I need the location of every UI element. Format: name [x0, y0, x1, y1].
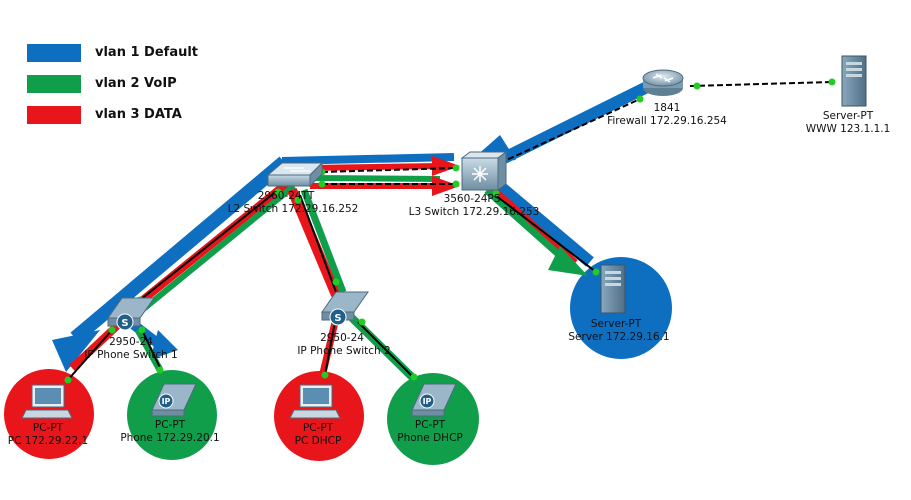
- vlan-highlights: [52, 81, 650, 381]
- svg-text:IP: IP: [162, 397, 171, 406]
- pc-dhcp-model-label: PC-PT: [303, 422, 334, 434]
- www-server-model-label: Server-PT: [823, 110, 874, 122]
- svg-text:S: S: [334, 313, 341, 324]
- l3-switch-device[interactable]: 3560-24PS L3 Switch 172.29.16.253: [409, 151, 540, 218]
- legend-swatch-vlan2: [27, 75, 81, 93]
- server-icon: [841, 55, 867, 107]
- www-server-name-label: WWW 123.1.1.1: [806, 123, 891, 135]
- phone-dhcp-model-label: PC-PT: [415, 419, 446, 431]
- legend-label-vlan2: vlan 2 VoIP: [95, 76, 177, 91]
- ip-phone-switch-2-name-label: IP Phone Switch 2: [297, 345, 390, 357]
- ip-phone-switch-icon: S: [321, 291, 369, 326]
- server-device[interactable]: Server-PT Server 172.29.16.1: [568, 264, 670, 343]
- ip-phone-switch-1-model-label: 2950-24: [109, 336, 153, 348]
- l2-switch-model-label: 2960-24TT: [258, 190, 315, 202]
- legend-swatch-vlan1: [27, 44, 81, 62]
- l2-switch-name-label: L2 Switch 172.29.16.252: [228, 203, 359, 215]
- router-model-label: 1841: [654, 102, 681, 114]
- phone-dhcp-vlan2-circle: [387, 373, 479, 465]
- pc1-name-label: PC 172.29.22.1: [8, 435, 88, 447]
- ip-phone-switch-1-device[interactable]: S 2950-24 IP Phone Switch 1: [84, 297, 178, 361]
- ip-phone-switch-2-device[interactable]: S 2950-24 IP Phone Switch 2: [297, 291, 391, 357]
- phone-dhcp-device[interactable]: IP PC-PT Phone DHCP: [397, 383, 463, 444]
- router-icon: [642, 69, 684, 96]
- pc1-model-label: PC-PT: [33, 422, 64, 434]
- legend-label-vlan3: vlan 3 DATA: [95, 107, 182, 122]
- svg-text:IP: IP: [423, 397, 432, 406]
- www-server-device[interactable]: Server-PT WWW 123.1.1.1: [806, 55, 891, 135]
- cables: [65, 81, 833, 383]
- server-model-label: Server-PT: [591, 318, 642, 330]
- server-icon: [600, 264, 626, 314]
- l3-switch-name-label: L3 Switch 172.29.16.253: [409, 206, 540, 218]
- ip-phone-icon: IP: [151, 383, 197, 417]
- pc-dhcp-device[interactable]: PC-PT PC DHCP: [289, 384, 342, 447]
- pc1-device[interactable]: PC-PT PC 172.29.22.1: [8, 384, 88, 447]
- ip-phone-icon: IP: [411, 383, 457, 417]
- l3-switch-model-label: 3560-24PS: [444, 193, 501, 205]
- phone1-model-label: PC-PT: [155, 419, 186, 431]
- switch-icon: [266, 161, 324, 188]
- legend-swatch-vlan3: [27, 106, 81, 124]
- ip-phone-switch-1-name-label: IP Phone Switch 1: [84, 349, 177, 361]
- multilayer-switch-icon: [460, 151, 508, 191]
- phone1-name-label: Phone 172.29.20.1: [120, 432, 219, 444]
- svg-text:S: S: [121, 318, 128, 329]
- router-device[interactable]: 1841 Firewall 172.29.16.254: [607, 69, 727, 127]
- pc-icon: [289, 384, 341, 419]
- ip-phone-switch-2-model-label: 2950-24: [320, 332, 364, 344]
- legend-label-vlan1: vlan 1 Default: [95, 45, 199, 60]
- pc-dhcp-name-label: PC DHCP: [295, 435, 342, 447]
- l2-switch-device[interactable]: 2960-24TT L2 Switch 172.29.16.252: [228, 161, 359, 215]
- ip-phone-switch-icon: S: [107, 297, 155, 331]
- phone-dhcp-name-label: Phone DHCP: [397, 432, 463, 444]
- phone1-device[interactable]: IP PC-PT Phone 172.29.20.1: [120, 383, 220, 444]
- server-name-label: Server 172.29.16.1: [568, 331, 669, 343]
- router-name-label: Firewall 172.29.16.254: [607, 115, 727, 127]
- pc-icon: [21, 384, 73, 419]
